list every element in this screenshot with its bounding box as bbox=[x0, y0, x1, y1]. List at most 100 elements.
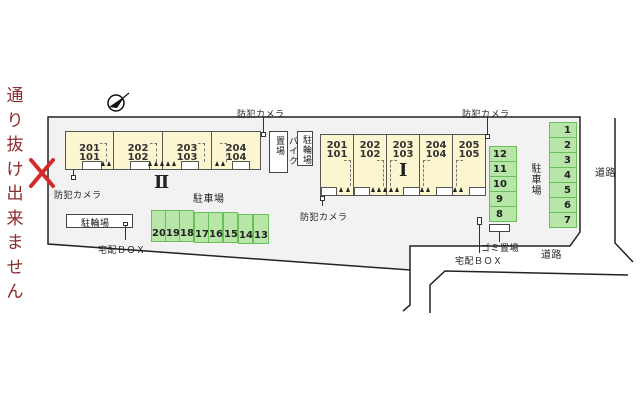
parking-stall[interactable]: 11 bbox=[489, 161, 517, 177]
entrance-marker bbox=[371, 187, 375, 192]
unit-number: 102 bbox=[359, 149, 381, 160]
parking-stall[interactable]: 20 bbox=[151, 210, 166, 242]
unit-number: 103 bbox=[392, 149, 414, 160]
garbage-area bbox=[489, 224, 510, 232]
stall-number: 15 bbox=[224, 229, 238, 240]
parking-label: 駐車場 bbox=[529, 163, 540, 196]
unit-number: 102 bbox=[127, 152, 149, 163]
entrance-marker bbox=[453, 187, 457, 192]
stall-number: 5 bbox=[564, 185, 571, 196]
stall-number: 20 bbox=[152, 228, 166, 239]
parking-label: 駐車場 bbox=[193, 194, 225, 205]
no-entry-x-icon bbox=[29, 158, 55, 188]
parking-stall[interactable]: 8 bbox=[489, 206, 517, 222]
camera-icon bbox=[71, 175, 76, 180]
parking-stall[interactable]: 17 bbox=[194, 212, 209, 243]
entrance-marker bbox=[426, 187, 430, 192]
notice-char: 来 bbox=[6, 208, 24, 229]
unit-number: 205 bbox=[458, 140, 480, 151]
stair-line bbox=[390, 160, 397, 186]
unit-number: 202 bbox=[359, 140, 381, 151]
delivery-box-icon bbox=[123, 222, 128, 226]
parking-stall[interactable]: 14 bbox=[238, 214, 253, 244]
unit-number: 203 bbox=[392, 140, 414, 151]
unit-number: 101 bbox=[326, 149, 348, 160]
bike-parking-label: バイク置場 bbox=[274, 136, 297, 166]
bike-parking-area: バイク置場 bbox=[269, 131, 297, 173]
notice-char: せ bbox=[6, 257, 24, 278]
unit-number: 203 bbox=[176, 143, 198, 154]
parking-stall[interactable]: 1 bbox=[549, 122, 577, 138]
entrance-marker bbox=[107, 161, 111, 166]
entrance-marker bbox=[459, 187, 463, 192]
road-edge bbox=[429, 270, 629, 313]
parking-stall[interactable]: 6 bbox=[549, 197, 577, 213]
unit-number: 103 bbox=[176, 152, 198, 163]
notice-char: り bbox=[6, 110, 24, 131]
parking-stall[interactable]: 19 bbox=[165, 210, 180, 242]
entrance-step bbox=[232, 161, 250, 170]
bicycle-parking-area: 駐輪場 bbox=[297, 131, 313, 166]
parking-stall[interactable]: 5 bbox=[549, 182, 577, 198]
camera-label: 防犯カメラ bbox=[462, 110, 510, 120]
stair-line bbox=[344, 160, 351, 186]
entrance-marker bbox=[154, 161, 158, 166]
notice-char: ま bbox=[6, 233, 24, 253]
camera-label: 防犯カメラ bbox=[237, 110, 285, 120]
entrance-marker bbox=[389, 187, 393, 192]
stall-number: 14 bbox=[239, 230, 253, 241]
parking-stall[interactable]: 15 bbox=[223, 212, 238, 243]
parking-stall[interactable]: 9 bbox=[489, 191, 517, 207]
stair-line bbox=[150, 143, 157, 162]
entrance-marker bbox=[346, 187, 350, 192]
entrance-step bbox=[436, 187, 453, 196]
parking-stall[interactable]: 12 bbox=[489, 146, 517, 162]
stall-number: 12 bbox=[493, 149, 507, 160]
stall-number: 7 bbox=[564, 215, 571, 226]
parking-stall[interactable]: 10 bbox=[489, 176, 517, 192]
entrance-marker bbox=[383, 187, 387, 192]
entrance-marker bbox=[339, 187, 343, 192]
entrance-marker bbox=[160, 161, 164, 166]
stair-line bbox=[456, 160, 463, 186]
parking-stall[interactable]: 18 bbox=[179, 210, 194, 242]
stall-number: 16 bbox=[209, 229, 223, 240]
delivery-box-icon bbox=[477, 217, 482, 225]
parking-stall[interactable]: 2 bbox=[549, 137, 577, 153]
building-I-label: Ⅰ bbox=[399, 160, 408, 181]
no-through-notice: 通 り 抜 け 出 来 ま せ ん bbox=[4, 84, 26, 305]
stall-number: 8 bbox=[496, 209, 503, 220]
stall-number: 3 bbox=[564, 155, 571, 166]
unit-number: 204 bbox=[225, 143, 247, 154]
entrance-step bbox=[181, 161, 199, 170]
parking-stall[interactable]: 13 bbox=[253, 214, 269, 244]
entrance-marker bbox=[172, 161, 176, 166]
notice-char: 出 bbox=[6, 184, 24, 204]
entrance-step bbox=[469, 187, 486, 196]
stall-number: 1 bbox=[564, 125, 571, 136]
stall-number: 4 bbox=[564, 170, 571, 181]
stall-number: 13 bbox=[254, 230, 268, 241]
stall-number: 10 bbox=[493, 179, 507, 190]
parking-stall[interactable]: 3 bbox=[549, 152, 577, 168]
parking-stall[interactable]: 4 bbox=[549, 167, 577, 183]
parking-stall[interactable]: 16 bbox=[208, 212, 223, 243]
parking-stall[interactable]: 7 bbox=[549, 212, 577, 228]
bicycle-parking-label: 駐輪場 bbox=[301, 135, 311, 165]
entrance-step bbox=[321, 187, 337, 196]
camera-icon bbox=[261, 132, 266, 137]
entrance-step bbox=[403, 187, 420, 196]
unit-number: 104 bbox=[425, 149, 447, 160]
stall-number: 18 bbox=[180, 228, 194, 239]
stall-number: 6 bbox=[564, 200, 571, 211]
road-edge bbox=[614, 118, 634, 263]
unit-number: 202 bbox=[127, 143, 149, 154]
